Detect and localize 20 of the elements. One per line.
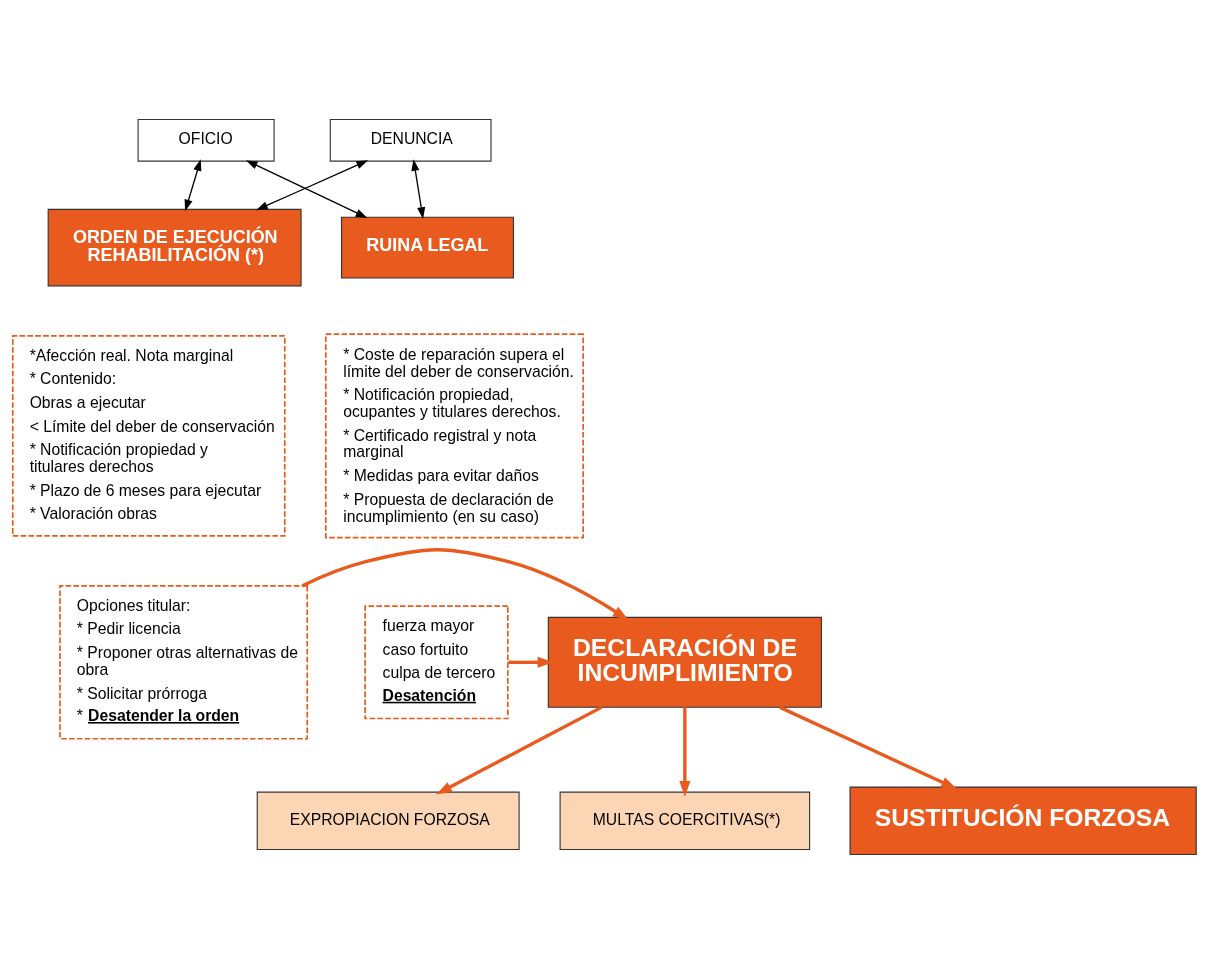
arrow <box>436 705 603 795</box>
node-box: OFICIO <box>137 118 275 162</box>
node-box: ORDEN DE EJECUCIÓN REHABILITACIÓN (*) <box>47 208 302 287</box>
node-box: Opciones titular: * Pedir licencia * Proponer otras alternativas de obra * Solicitar prórroga *Desatender la orden <box>59 585 309 740</box>
node-box: RUINA LEGAL <box>340 216 515 279</box>
node-box: DECLARACIÓN DE INCUMPLIMIENTO <box>547 616 822 708</box>
node-box: *Afección real. Nota marginal * Contenido: Obras a ejecutar < Límite del deber de conservación * Notificación propiedad y titulares derechos * Plazo de 6 meses para ejecutar * Valoración obras <box>11 335 286 537</box>
arrow <box>184 159 202 212</box>
arrow <box>779 705 957 790</box>
arrow <box>245 160 368 218</box>
node-box: SUSTITUCIÓN FORZOSA <box>849 786 1197 856</box>
node-box: MULTAS COERCITIVAS(*) <box>559 791 811 850</box>
node-box: DENUNCIA <box>329 118 492 162</box>
arrow <box>256 160 369 211</box>
node-box: EXPROPIACION FORZOSA <box>256 791 520 850</box>
arrow <box>411 159 426 219</box>
arrow <box>301 548 629 621</box>
arrow <box>679 707 691 797</box>
node-box: * Coste de reparación supera el límite del deber de conservación. * Notificación propiedad, ocupantes y titulares derechos. * Certificado registral y nota marginal * Medidas para evitar daños * Propuesta de declaración de incumplimiento (en su caso) <box>324 333 584 539</box>
node-box: fuerza mayor caso fortuito culpa de tercero Desatención <box>364 605 509 720</box>
